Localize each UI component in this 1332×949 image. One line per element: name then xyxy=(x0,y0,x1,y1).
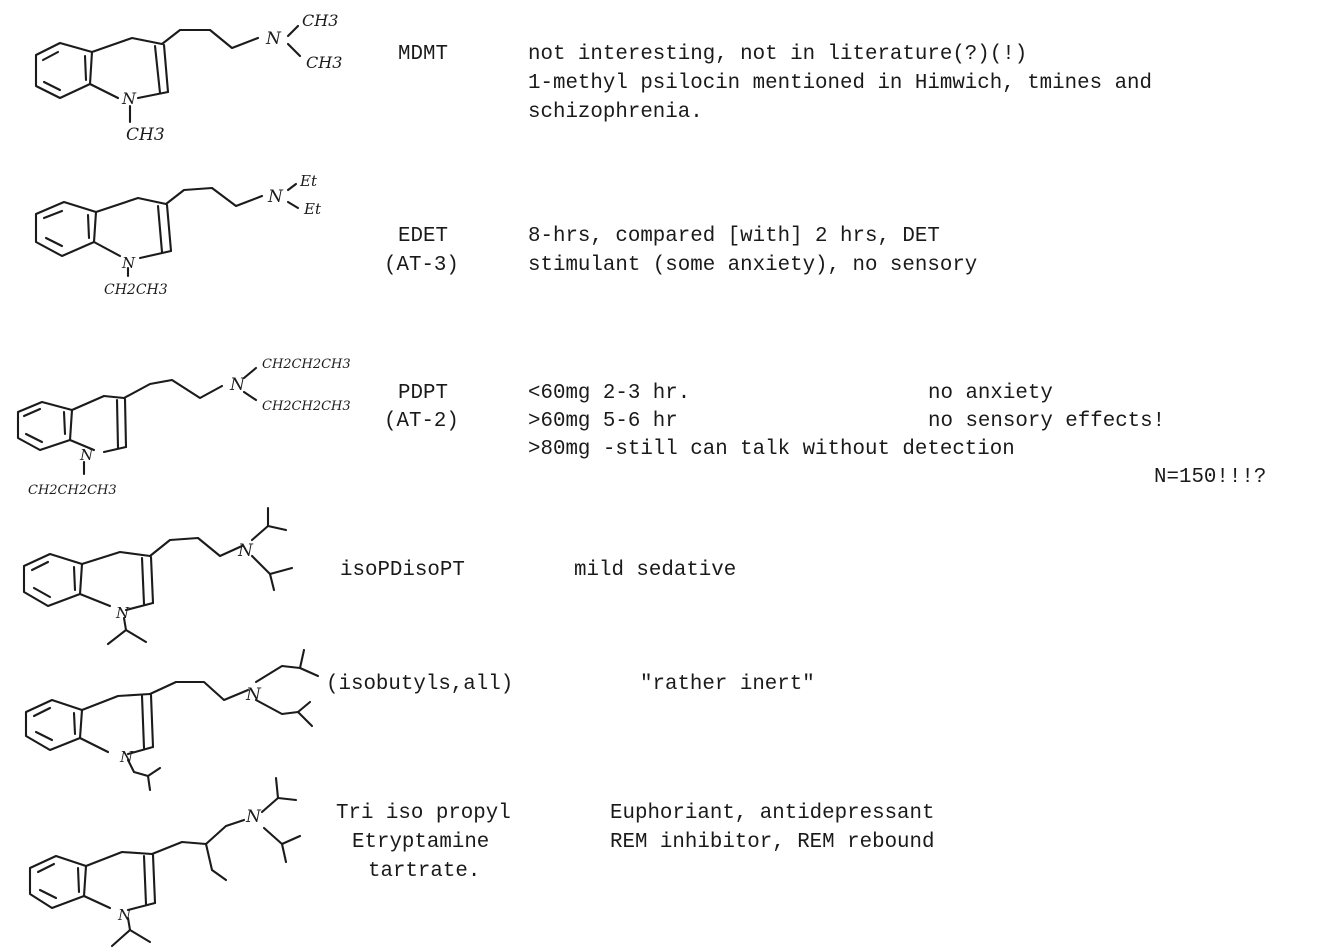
edet-chain-r1-label: Et xyxy=(299,172,318,190)
edet-alias: (AT-3) xyxy=(384,254,459,277)
mdmt-note-line-3: schizophrenia. xyxy=(528,101,703,124)
edet-ring-n-label: N xyxy=(121,254,136,272)
edet-note-line-1: 8-hrs, compared [with] 2 hrs, DET xyxy=(528,225,940,248)
pdpt-ring-substituent-label: CH2CH2CH3 xyxy=(28,483,117,498)
isopdisopt-code: isoPDisoPT xyxy=(340,559,465,582)
pdpt-chain-r1-label: CH2CH2CH3 xyxy=(262,357,351,372)
mdmt-note-line-1: not interesting, not in literature(?)(!) xyxy=(528,43,1028,66)
isopdisopt-pyrrole-ring xyxy=(78,550,155,612)
edet-side-chain xyxy=(126,182,300,278)
triisopropyl-pyrrole-ring xyxy=(82,850,157,912)
isobutyls-note-line-1: "rather inert" xyxy=(640,673,815,696)
pdpt-side-note-1: no anxiety xyxy=(928,382,1053,405)
edet-chain-n-label: N xyxy=(267,187,284,207)
pdpt-chain-n-label: N xyxy=(229,375,246,395)
isopdisopt-side-chain xyxy=(106,506,294,646)
edet-code: EDET xyxy=(398,225,448,248)
triisopropyl-note-line-2: REM inhibitor, REM rebound xyxy=(610,831,935,854)
triisopropyl-code-line-3: tartrate. xyxy=(368,860,481,883)
pdpt-side-note-2: no sensory effects! xyxy=(928,410,1166,433)
mdmt-note-line-2: 1-methyl psilocin mentioned in Himwich, … xyxy=(528,72,1153,95)
pdpt-alias: (AT-2) xyxy=(384,410,459,433)
triisopropyl-note-line-1: Euphoriant, antidepressant xyxy=(610,802,935,825)
mdmt-side-chain xyxy=(128,24,302,124)
triisopropyl-side-chain xyxy=(110,776,302,948)
triisopropyl-code-line-1: Tri iso propyl xyxy=(336,802,511,825)
mdmt-chain-r1-label: CH3 xyxy=(302,11,338,30)
edet-ring-substituent-label: CH2CH3 xyxy=(104,282,168,298)
triisopropyl-chain-n-label: N xyxy=(245,807,262,827)
isopdisopt-note-line-1: mild sedative xyxy=(574,559,737,582)
isobutyls-side-chain xyxy=(126,648,320,792)
edet-pyrrole-ring xyxy=(92,196,173,260)
pdpt-ring-n-label: N xyxy=(79,446,94,464)
triisopropyl-code-line-2: Etryptamine xyxy=(352,831,490,854)
isobutyls-ring-n-label: N xyxy=(119,748,134,766)
mdmt-pyrrole-ring xyxy=(88,36,170,100)
pdpt-code: PDPT xyxy=(398,382,448,405)
mdmt-ring-substituent-label: CH3 xyxy=(126,125,165,145)
pdpt-note-line-1: <60mg 2-3 hr. xyxy=(528,382,691,405)
mdmt-chain-n-label: N xyxy=(265,29,282,49)
isobutyls-pyrrole-ring xyxy=(78,692,155,756)
edet-chain-r2-label: Et xyxy=(303,200,322,218)
triisopropyl-ring-n-label: N xyxy=(117,906,132,924)
isobutyls-chain-n-label: N xyxy=(245,685,262,705)
pdpt-pyrrole-ring xyxy=(68,394,128,454)
triisopropyl-benzene-ring xyxy=(28,854,88,910)
pdpt-chain-r2-label: CH2CH2CH3 xyxy=(262,399,351,414)
isopdisopt-chain-n-label: N xyxy=(237,541,254,561)
pdpt-count-note: N=150!!!? xyxy=(1154,466,1267,489)
mdmt-ring-n-label: N xyxy=(121,89,137,108)
pdpt-note-line-3: >80mg -still can talk without detection xyxy=(528,438,1015,461)
isopdisopt-ring-n-label: N xyxy=(115,604,130,622)
mdmt-chain-r2-label: CH3 xyxy=(306,53,342,72)
mdmt-code: MDMT xyxy=(398,43,448,66)
pdpt-note-line-2: >60mg 5-6 hr xyxy=(528,410,678,433)
pdpt-side-chain xyxy=(82,366,258,476)
isobutyls-code: (isobutyls,all) xyxy=(326,673,514,696)
edet-note-line-2: stimulant (some anxiety), no sensory xyxy=(528,254,978,277)
